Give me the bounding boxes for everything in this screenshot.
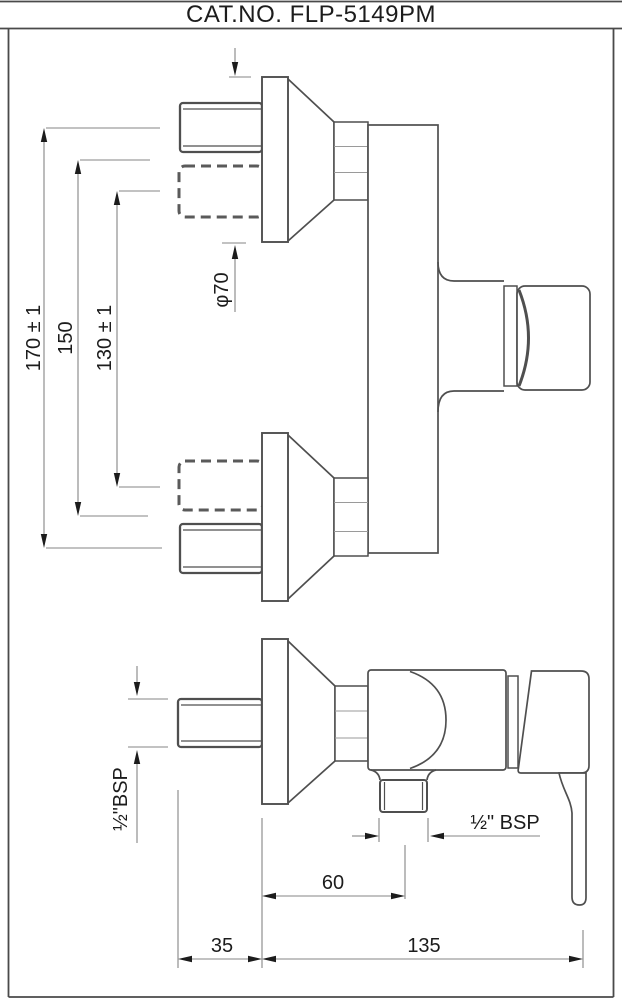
handle-lever	[557, 772, 587, 906]
cartridge-dome-curve	[409, 670, 447, 770]
side-view: ½"BSP ½" BSP 60 35 135	[110, 638, 590, 968]
handle-cap-front	[516, 285, 591, 391]
wall-flange-side	[261, 638, 369, 805]
front-view-extension-lines	[43, 48, 251, 549]
side-view-arrowheads	[133, 682, 583, 963]
mixer-body-side	[367, 669, 519, 771]
inlet-leg-side	[176, 697, 264, 749]
dim-label-dia70: φ70	[211, 272, 233, 307]
dim-label-outlet-bsp: ½" BSP	[470, 812, 539, 834]
side-view-extension-lines	[128, 666, 584, 968]
inlet-leg-top-dashed	[177, 164, 265, 219]
front-view: 170 ± 1 150 130 ± 1 φ70	[23, 48, 591, 602]
mixer-body-front	[367, 124, 518, 554]
dim-label-150: 150	[55, 321, 77, 354]
inlet-leg-top	[178, 101, 264, 154]
dim-label-170: 170 ± 1	[23, 305, 45, 372]
wall-flange-bottom	[261, 432, 369, 602]
dim-label-130: 130 ± 1	[94, 305, 116, 372]
dim-label-35: 35	[211, 935, 233, 957]
dim-label-135: 135	[407, 935, 440, 957]
dim-label-inlet-bsp: ½"BSP	[110, 767, 132, 831]
inlet-leg-bottom-dashed	[177, 459, 265, 512]
dim-label-60: 60	[322, 872, 344, 894]
inlet-leg-bottom	[178, 522, 264, 575]
handle-cap-curve	[517, 289, 530, 387]
page-title: CAT.NO. FLP-5149PM	[186, 1, 436, 28]
front-view-arrowheads	[40, 62, 239, 548]
wall-flange-top	[261, 76, 369, 243]
handle-cap-side	[517, 670, 590, 906]
outlet-thread	[370, 769, 437, 813]
title-bar: CAT.NO. FLP-5149PM	[0, 1, 622, 28]
